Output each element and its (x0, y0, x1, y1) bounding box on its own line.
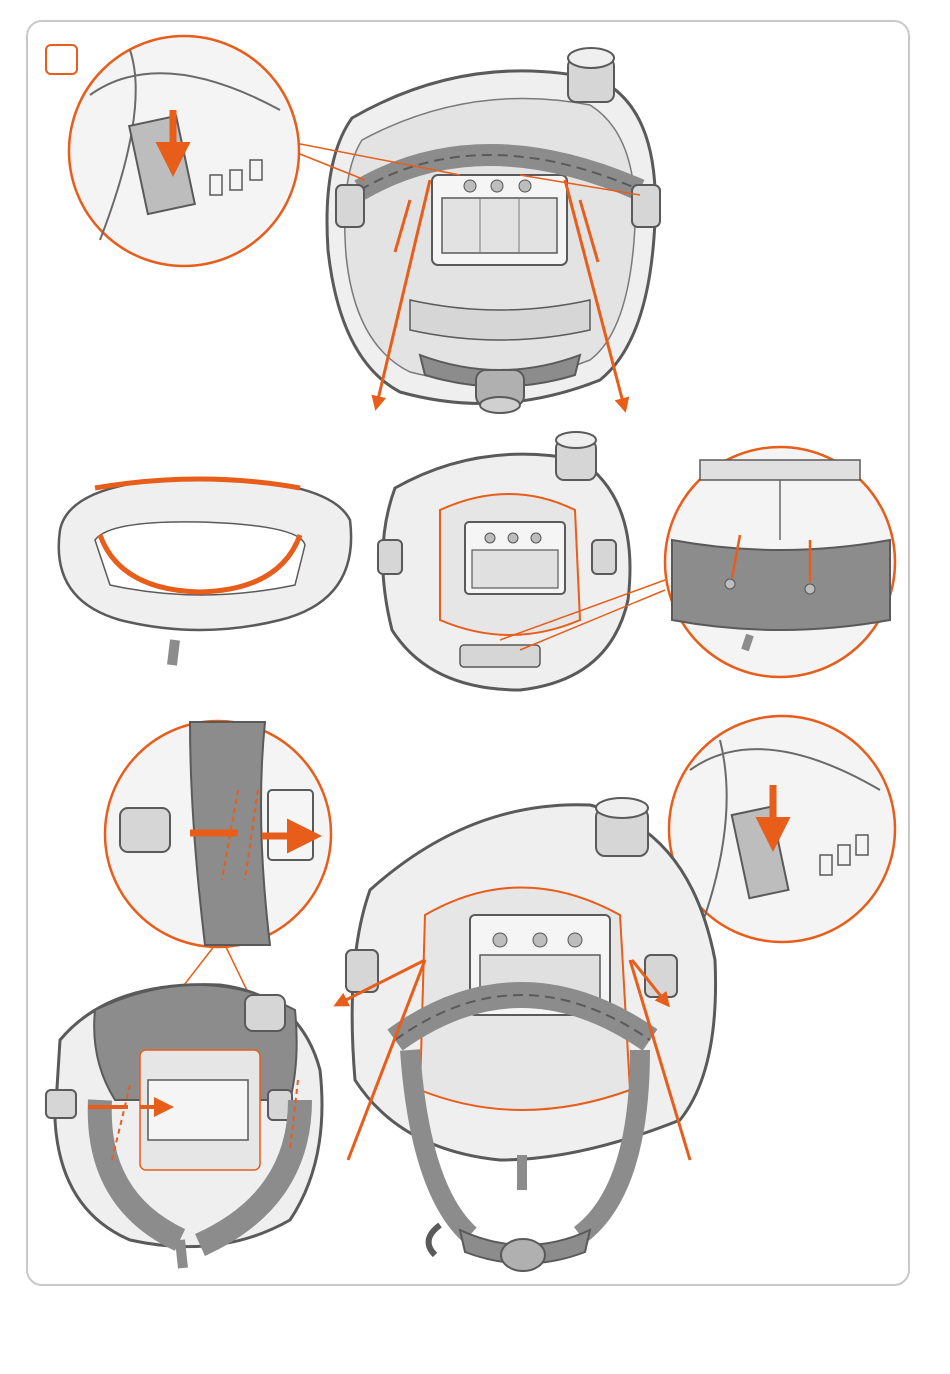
air-connector-top (568, 48, 614, 102)
helmet-bottom-left-view (46, 985, 322, 1268)
sweatband-ring (59, 478, 351, 665)
helmet-bottom-right-view (336, 798, 716, 1271)
helmet-middle-view (378, 432, 630, 690)
helmet-top-view (327, 48, 660, 413)
